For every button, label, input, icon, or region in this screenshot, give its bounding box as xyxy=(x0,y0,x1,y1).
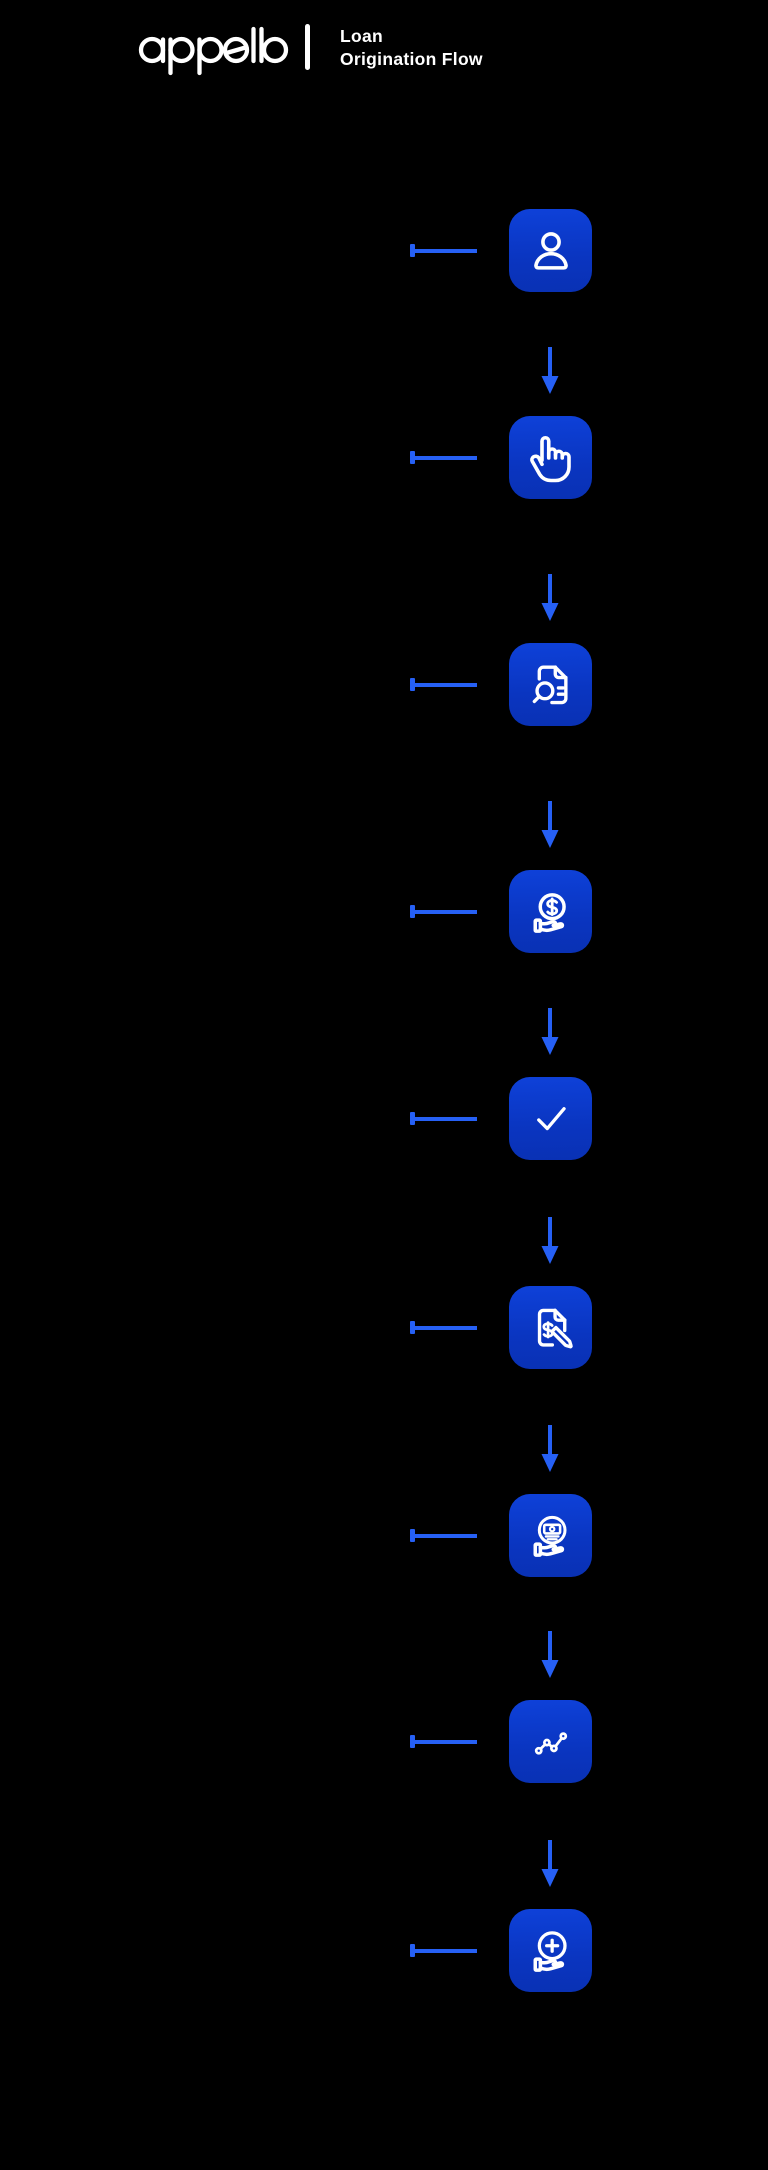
step-tile-signing xyxy=(509,1286,592,1369)
step-tile-monitoring xyxy=(509,1700,592,1783)
checkmark-icon xyxy=(536,1106,566,1130)
flow-arrow-down xyxy=(541,1631,559,1678)
flow-arrow-down xyxy=(541,1217,559,1264)
step-tile-top-up xyxy=(509,1909,592,1992)
step-tile-loan-offer xyxy=(509,870,592,953)
step-tile-apply xyxy=(509,416,592,499)
step-tile-approval xyxy=(509,1077,592,1160)
connector-line xyxy=(412,1325,477,1330)
connector-line xyxy=(412,1948,477,1953)
document-search-icon xyxy=(532,665,568,704)
step-tile-disbursement xyxy=(509,1494,592,1577)
connector-line xyxy=(412,1739,477,1744)
step-connector xyxy=(410,1944,477,1957)
hand-cash-icon xyxy=(533,1515,567,1557)
flow-arrow-down xyxy=(541,1008,559,1055)
step-connector xyxy=(410,1112,477,1125)
flow-arrow-down xyxy=(541,1840,559,1887)
step-connector xyxy=(410,1529,477,1542)
connector-line xyxy=(412,248,477,253)
connector-line xyxy=(412,1533,477,1538)
step-connector xyxy=(410,905,477,918)
connector-line xyxy=(412,455,477,460)
step-connector xyxy=(410,1321,477,1334)
signed-money-document-icon xyxy=(537,1308,573,1348)
flow-arrow-down xyxy=(541,801,559,848)
step-connector xyxy=(410,678,477,691)
step-connector xyxy=(410,1735,477,1748)
step-connector xyxy=(410,451,477,464)
tap-select-icon xyxy=(529,435,571,482)
page-title-line-1: Loan xyxy=(340,26,384,46)
connector-line xyxy=(412,1116,477,1121)
hand-plus-circle-icon xyxy=(533,1930,567,1972)
appello-logo xyxy=(138,26,289,76)
step-connector xyxy=(410,244,477,257)
hand-dollar-coin-icon xyxy=(533,892,566,933)
user-icon xyxy=(533,231,568,270)
logo-divider xyxy=(305,24,310,70)
flow-arrow-down xyxy=(541,347,559,394)
trend-chart-icon xyxy=(534,1731,567,1755)
step-tile-document-review xyxy=(509,643,592,726)
step-tile-user xyxy=(509,209,592,292)
flow-arrow-down xyxy=(541,574,559,621)
connector-line xyxy=(412,682,477,687)
page-title-line-2: Origination Flow xyxy=(340,49,483,69)
page-title: Loan Origination Flow xyxy=(340,25,483,71)
flow-arrow-down xyxy=(541,1425,559,1472)
connector-line xyxy=(412,909,477,914)
